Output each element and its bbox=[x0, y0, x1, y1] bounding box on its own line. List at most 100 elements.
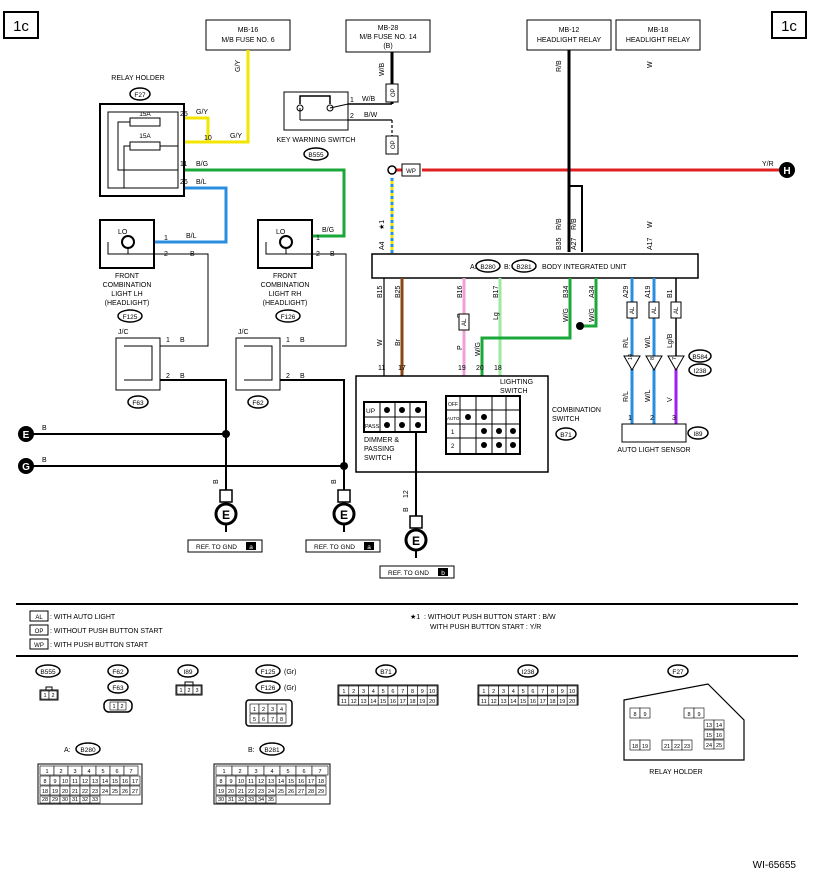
i238-pin-num: 18 bbox=[549, 699, 555, 705]
gnd1-wire: B bbox=[213, 479, 220, 484]
fuse-2 bbox=[129, 141, 161, 151]
lamp-lh-conn: F125 bbox=[123, 314, 138, 321]
junction-wg bbox=[576, 322, 584, 330]
dimmer-up: UP bbox=[366, 408, 375, 415]
legend-al-tag: AL bbox=[35, 615, 43, 621]
bcm-conn-a-oval bbox=[475, 259, 501, 273]
b280-pin-num: 25 bbox=[112, 789, 118, 795]
f27-pin-num: 8 bbox=[633, 712, 636, 718]
b280-pin-num: 13 bbox=[92, 779, 98, 785]
key-switch-conn: B555 bbox=[308, 152, 324, 159]
b71-pin-num: 20 bbox=[429, 699, 435, 705]
jc-f62-label: J/C bbox=[238, 329, 249, 336]
b280-pin-num: 33 bbox=[92, 797, 98, 803]
f27-pin-cell bbox=[713, 729, 725, 740]
wire-jc-rh-gnd bbox=[280, 379, 345, 490]
f27-pin-num: 18 bbox=[632, 744, 638, 750]
ref-gnd-b-tag: b bbox=[441, 570, 445, 577]
sensor-wire-2: W/L bbox=[645, 389, 652, 402]
junction-g bbox=[340, 462, 348, 470]
b281-pin-num: 6 bbox=[302, 769, 305, 775]
ref-gnd-a-1-text: REF. TO GND bbox=[196, 544, 237, 551]
al-badge-2: AL bbox=[652, 306, 658, 314]
ground-1-letter: E bbox=[222, 508, 230, 522]
f27-pin-cell bbox=[639, 707, 651, 719]
lighting-pos1: 1 bbox=[451, 430, 455, 436]
b280-pin-cell bbox=[123, 765, 139, 776]
source-mb16-l2: M/B FUSE NO. 6 bbox=[221, 37, 274, 44]
b280-pin-num: 29 bbox=[52, 797, 58, 803]
wire-label-gy-top: G/Y bbox=[235, 60, 242, 72]
b281-pin-num: 31 bbox=[228, 797, 234, 803]
al-badges: AL AL AL AL bbox=[458, 301, 682, 331]
lamp-rh-pin1: 1 bbox=[316, 235, 320, 242]
source-mb28-l2: M/B FUSE NO. 14 bbox=[359, 34, 416, 41]
gnd2-wire: B bbox=[331, 479, 338, 484]
sw-pin-20: 20 bbox=[476, 365, 484, 372]
f27-pin-num: 9 bbox=[697, 712, 700, 718]
conn-i238: I238 bbox=[694, 368, 707, 375]
b280-pin-num: 19 bbox=[52, 789, 58, 795]
i238-pin-num: 7 bbox=[541, 689, 544, 695]
f125-pin-num: 5 bbox=[253, 717, 256, 723]
conn-view-b280-prefix: A: bbox=[64, 747, 71, 754]
i238-pin-cell bbox=[566, 685, 578, 696]
relay-pin-26: 26 bbox=[180, 179, 188, 186]
source-mb18: MB-18 HEADLIGHT RELAY bbox=[615, 19, 701, 51]
b280-pin-num: 20 bbox=[62, 789, 68, 795]
jc-f63-conn: F63 bbox=[132, 400, 144, 407]
b281-pin-cell bbox=[315, 785, 327, 796]
lamp-lh-pin1: 1 bbox=[164, 235, 168, 242]
b280-pin-num: 3 bbox=[73, 769, 76, 775]
lamp-rh-l1: FRONT bbox=[273, 273, 298, 280]
lighting-pos2: 2 bbox=[451, 444, 455, 450]
b281-pin-num: 24 bbox=[268, 789, 274, 795]
lighting-label-1: LIGHTING bbox=[500, 379, 533, 386]
bcm-pin-b16: B16 bbox=[457, 285, 464, 298]
b280-pin-num: 6 bbox=[115, 769, 118, 775]
wire-label-a19: W/L bbox=[645, 335, 652, 348]
b281-pin-num: 3 bbox=[254, 769, 257, 775]
conn-view-b281-label: B281 bbox=[264, 747, 280, 754]
ref-gnd-a-2-text: REF. TO GND bbox=[314, 544, 355, 551]
wire-label-bw: B/W bbox=[364, 112, 378, 119]
b280-pin-cell bbox=[129, 775, 141, 786]
b281-pin-num: 18 bbox=[318, 779, 324, 785]
b280-pin-num: 5 bbox=[101, 769, 104, 775]
legend-op-text: : WITHOUT PUSH BUTTON START bbox=[50, 628, 163, 635]
b71-pin-num: 19 bbox=[419, 699, 425, 705]
combo-conn-oval bbox=[555, 427, 577, 441]
f125-pin-num: 4 bbox=[280, 707, 283, 713]
conn-view-b71-label: B71 bbox=[380, 669, 392, 676]
conn-view-b281-prefix: B: bbox=[248, 747, 255, 754]
wire-label-b15: W bbox=[377, 339, 384, 346]
b71-pin-num: 6 bbox=[391, 689, 394, 695]
sensor-pin-3: 3 bbox=[672, 415, 676, 422]
b280-pin-num: 21 bbox=[72, 789, 78, 795]
b281-pin-num: 26 bbox=[288, 789, 294, 795]
jc-f62-w1: B bbox=[300, 337, 305, 344]
source-mb16: MB-16 M/B FUSE NO. 6 bbox=[205, 19, 291, 51]
ground-symbol-1: E bbox=[214, 489, 238, 532]
lamp-rh-l2: COMBINATION bbox=[261, 282, 310, 289]
wire-label-b17: Lg bbox=[493, 312, 500, 320]
note-line1: : WITHOUT PUSH BUTTON START : B/W bbox=[424, 614, 556, 621]
bcm-pin-a29: A29 bbox=[623, 285, 630, 298]
wire-label-bg: B/G bbox=[196, 161, 208, 168]
op-badge-box-1 bbox=[385, 83, 399, 103]
jc-f63-pin1: 1 bbox=[166, 337, 170, 344]
i238-pin-num: 17 bbox=[540, 699, 546, 705]
conn-view-f125-label: F125 bbox=[261, 669, 276, 676]
b280-pin-num: 7 bbox=[129, 769, 132, 775]
b280-pin-num: 15 bbox=[112, 779, 118, 785]
wire-label-yr: Y/R bbox=[762, 161, 774, 168]
b71-pin-num: 8 bbox=[411, 689, 414, 695]
bcm-label: BODY INTEGRATED UNIT bbox=[542, 264, 627, 271]
relay-pin-25: 25 bbox=[180, 111, 188, 118]
b71-pin-num: 3 bbox=[362, 689, 365, 695]
legend-op: OP : WITHOUT PUSH BUTTON START bbox=[29, 624, 163, 636]
sw-pin-19: 19 bbox=[458, 365, 466, 372]
diode-pin-7: 7 bbox=[672, 357, 678, 360]
